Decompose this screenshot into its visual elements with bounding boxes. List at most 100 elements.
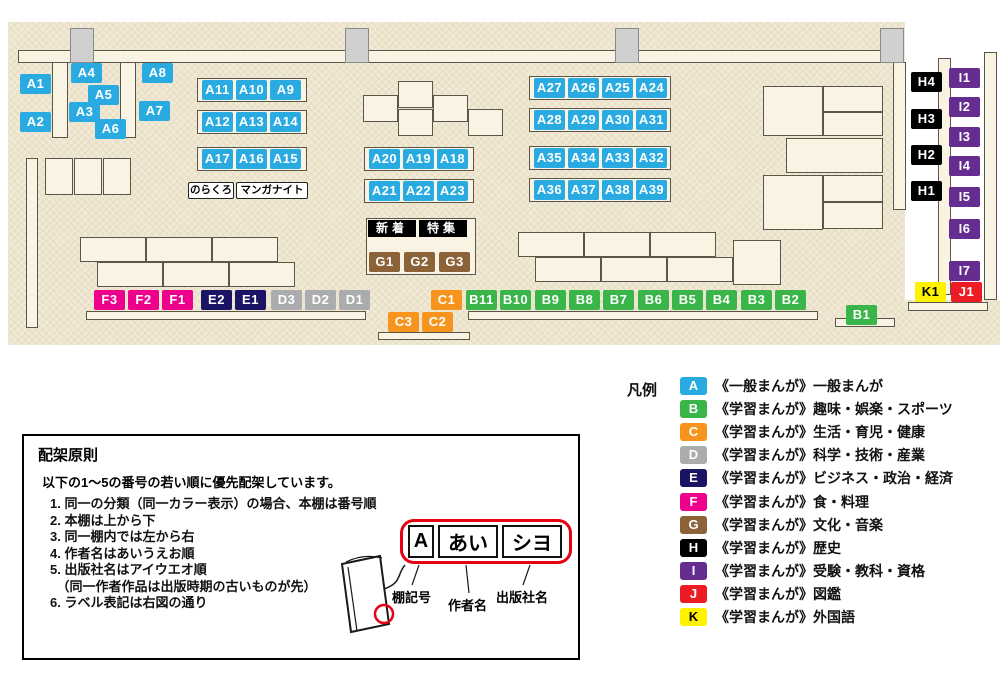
legend-chip-I: I — [680, 562, 707, 581]
sample-cell: シヨ — [502, 525, 562, 558]
shelf-block — [938, 58, 951, 295]
shelf-label-A3: A3 — [69, 102, 100, 122]
shelf-label-I7: I7 — [949, 261, 980, 281]
sample-annotation: 棚記号 — [392, 590, 432, 605]
shelf-label-B2: B2 — [775, 290, 806, 310]
legend-row-F: F 《学習まんが》食・料理 — [680, 490, 953, 513]
shelf-block — [733, 240, 781, 285]
shelf-label-H4: H4 — [911, 72, 942, 92]
shelf-label-C2: C2 — [422, 312, 453, 332]
shelf-label-I1: I1 — [949, 68, 980, 88]
legend-label: 《学習まんが》受験・教科・資格 — [715, 563, 925, 580]
shelf-block — [146, 237, 212, 262]
shelf-label-A2: A2 — [20, 112, 51, 132]
legend-label: 《学習まんが》外国語 — [715, 609, 855, 626]
principles-item: 1. 同一の分類（同一カラー表示）の場合、本棚は番号順 — [50, 496, 377, 511]
sample-cell: あい — [438, 525, 498, 558]
shelf-block — [823, 202, 883, 229]
legend-rows: A《一般まんが》一般まんが B 《学習まんが》趣味・娯楽・スポーツ C 《学習まんが》生… — [680, 374, 953, 629]
shelf-label-A7: A7 — [139, 101, 170, 121]
shelf-label-A20: A20 — [369, 149, 400, 169]
legend-label: 《学習まんが》生活・育児・健康 — [715, 423, 925, 440]
shelf-label-E2: E2 — [201, 290, 232, 310]
legend-chip-F: F — [680, 492, 707, 511]
legend-chip-C: C — [680, 422, 707, 441]
legend: 凡例 A《一般まんが》一般まんが B 《学習まんが》趣味・娯楽・スポーツ C 《学習まん… — [625, 374, 997, 636]
legend-row-A: A《一般まんが》一般まんが — [680, 374, 953, 397]
legend-label: 《学習まんが》科学・技術・産業 — [715, 447, 925, 464]
shelf-block — [86, 311, 366, 320]
shelf-label-D2: D2 — [305, 290, 336, 310]
legend-row-E: E 《学習まんが》ビジネス・政治・経済 — [680, 467, 953, 490]
legend-chip-B: B — [680, 399, 707, 418]
shelf-block — [45, 158, 73, 195]
principles-panel: 配架原則 以下の1～5の番号の若い順に優先配架しています。 1. 同一の分類（同… — [22, 434, 580, 660]
legend-label: 《学習まんが》ビジネス・政治・経済 — [715, 470, 953, 487]
principles-item: 4. 作者名はあいうえお順 — [50, 545, 195, 561]
principles-title: 配架原則 — [38, 447, 99, 464]
shelf-label-A22: A22 — [403, 181, 434, 201]
shelf-block — [80, 237, 146, 262]
shelf-label-G1: G1 — [369, 252, 400, 272]
shelf-block — [103, 158, 131, 195]
shelf-label-A34: A34 — [568, 148, 599, 168]
legend-title: 凡例 — [627, 382, 658, 399]
shelf-block — [229, 262, 295, 287]
sample-annotation: 出版社名 — [496, 590, 549, 605]
legend-chip-K: K — [680, 608, 707, 627]
pillar — [615, 28, 639, 63]
shelf-label-K1: K1 — [915, 282, 946, 302]
shelf-block — [763, 86, 823, 136]
principles-item: 2. 本棚は上から下 — [50, 512, 156, 528]
shelf-label-A18: A18 — [437, 149, 468, 169]
shelf-label-A37: A37 — [568, 180, 599, 200]
shelf-label-A21: A21 — [369, 181, 400, 201]
legend-label: 《学習まんが》食・料理 — [715, 493, 869, 510]
shelf-label-A25: A25 — [602, 78, 633, 98]
legend-label: 《学習まんが》趣味・娯楽・スポーツ — [715, 400, 953, 417]
shelf-label-A28: A28 — [534, 110, 565, 130]
shelf-block — [650, 232, 716, 257]
shelf-block — [468, 311, 818, 320]
principles-intro: 以下の1～5の番号の若い順に優先配架しています。 — [42, 475, 341, 490]
shelf-label-B9: B9 — [535, 290, 566, 310]
annotation-line — [411, 564, 420, 586]
legend-chip-E: E — [680, 469, 707, 488]
shelf-label-F1: F1 — [162, 290, 193, 310]
shelf-label-F2: F2 — [128, 290, 159, 310]
shelf-block — [18, 50, 898, 63]
shelf-label-E1: E1 — [235, 290, 266, 310]
shelf-block — [893, 62, 906, 210]
shelf-block — [97, 262, 163, 287]
shelf-label-A27: A27 — [534, 78, 565, 98]
shelf-label-I6: I6 — [949, 219, 980, 239]
shelf-block — [378, 332, 470, 340]
shelf-label-H2: H2 — [911, 145, 942, 165]
shelf-label-A29: A29 — [568, 110, 599, 130]
principles-item: 3. 同一棚内では左から右 — [50, 529, 195, 544]
shelf-label-A6: A6 — [95, 119, 126, 139]
legend-chip-H: H — [680, 538, 707, 557]
shelf-label-B4: B4 — [706, 290, 737, 310]
shelf-block — [74, 158, 102, 195]
shelf-block — [984, 52, 997, 300]
shelf-block — [468, 109, 503, 136]
shelf-label-A9: A9 — [270, 80, 301, 100]
pillar — [880, 28, 904, 63]
shelf-label-I4: I4 — [949, 156, 980, 176]
label-position-circle — [373, 603, 395, 625]
shelf-block — [823, 112, 883, 136]
shelf-label-特集: 特集 — [419, 220, 467, 237]
shelf-label-A38: A38 — [602, 180, 633, 200]
shelf-label-H1: H1 — [911, 181, 942, 201]
shelf-block — [908, 302, 988, 311]
shelf-label-A35: A35 — [534, 148, 565, 168]
sample-annotation: 作者名 — [448, 598, 488, 613]
principles-item: 5. 出版社名はアイウエオ順 — [50, 562, 207, 577]
shelf-block — [601, 257, 667, 282]
shelf-label-J1: J1 — [951, 282, 982, 302]
legend-row-J: J《学習まんが》図鑑 — [680, 583, 953, 606]
shelf-label-A8: A8 — [142, 63, 173, 83]
